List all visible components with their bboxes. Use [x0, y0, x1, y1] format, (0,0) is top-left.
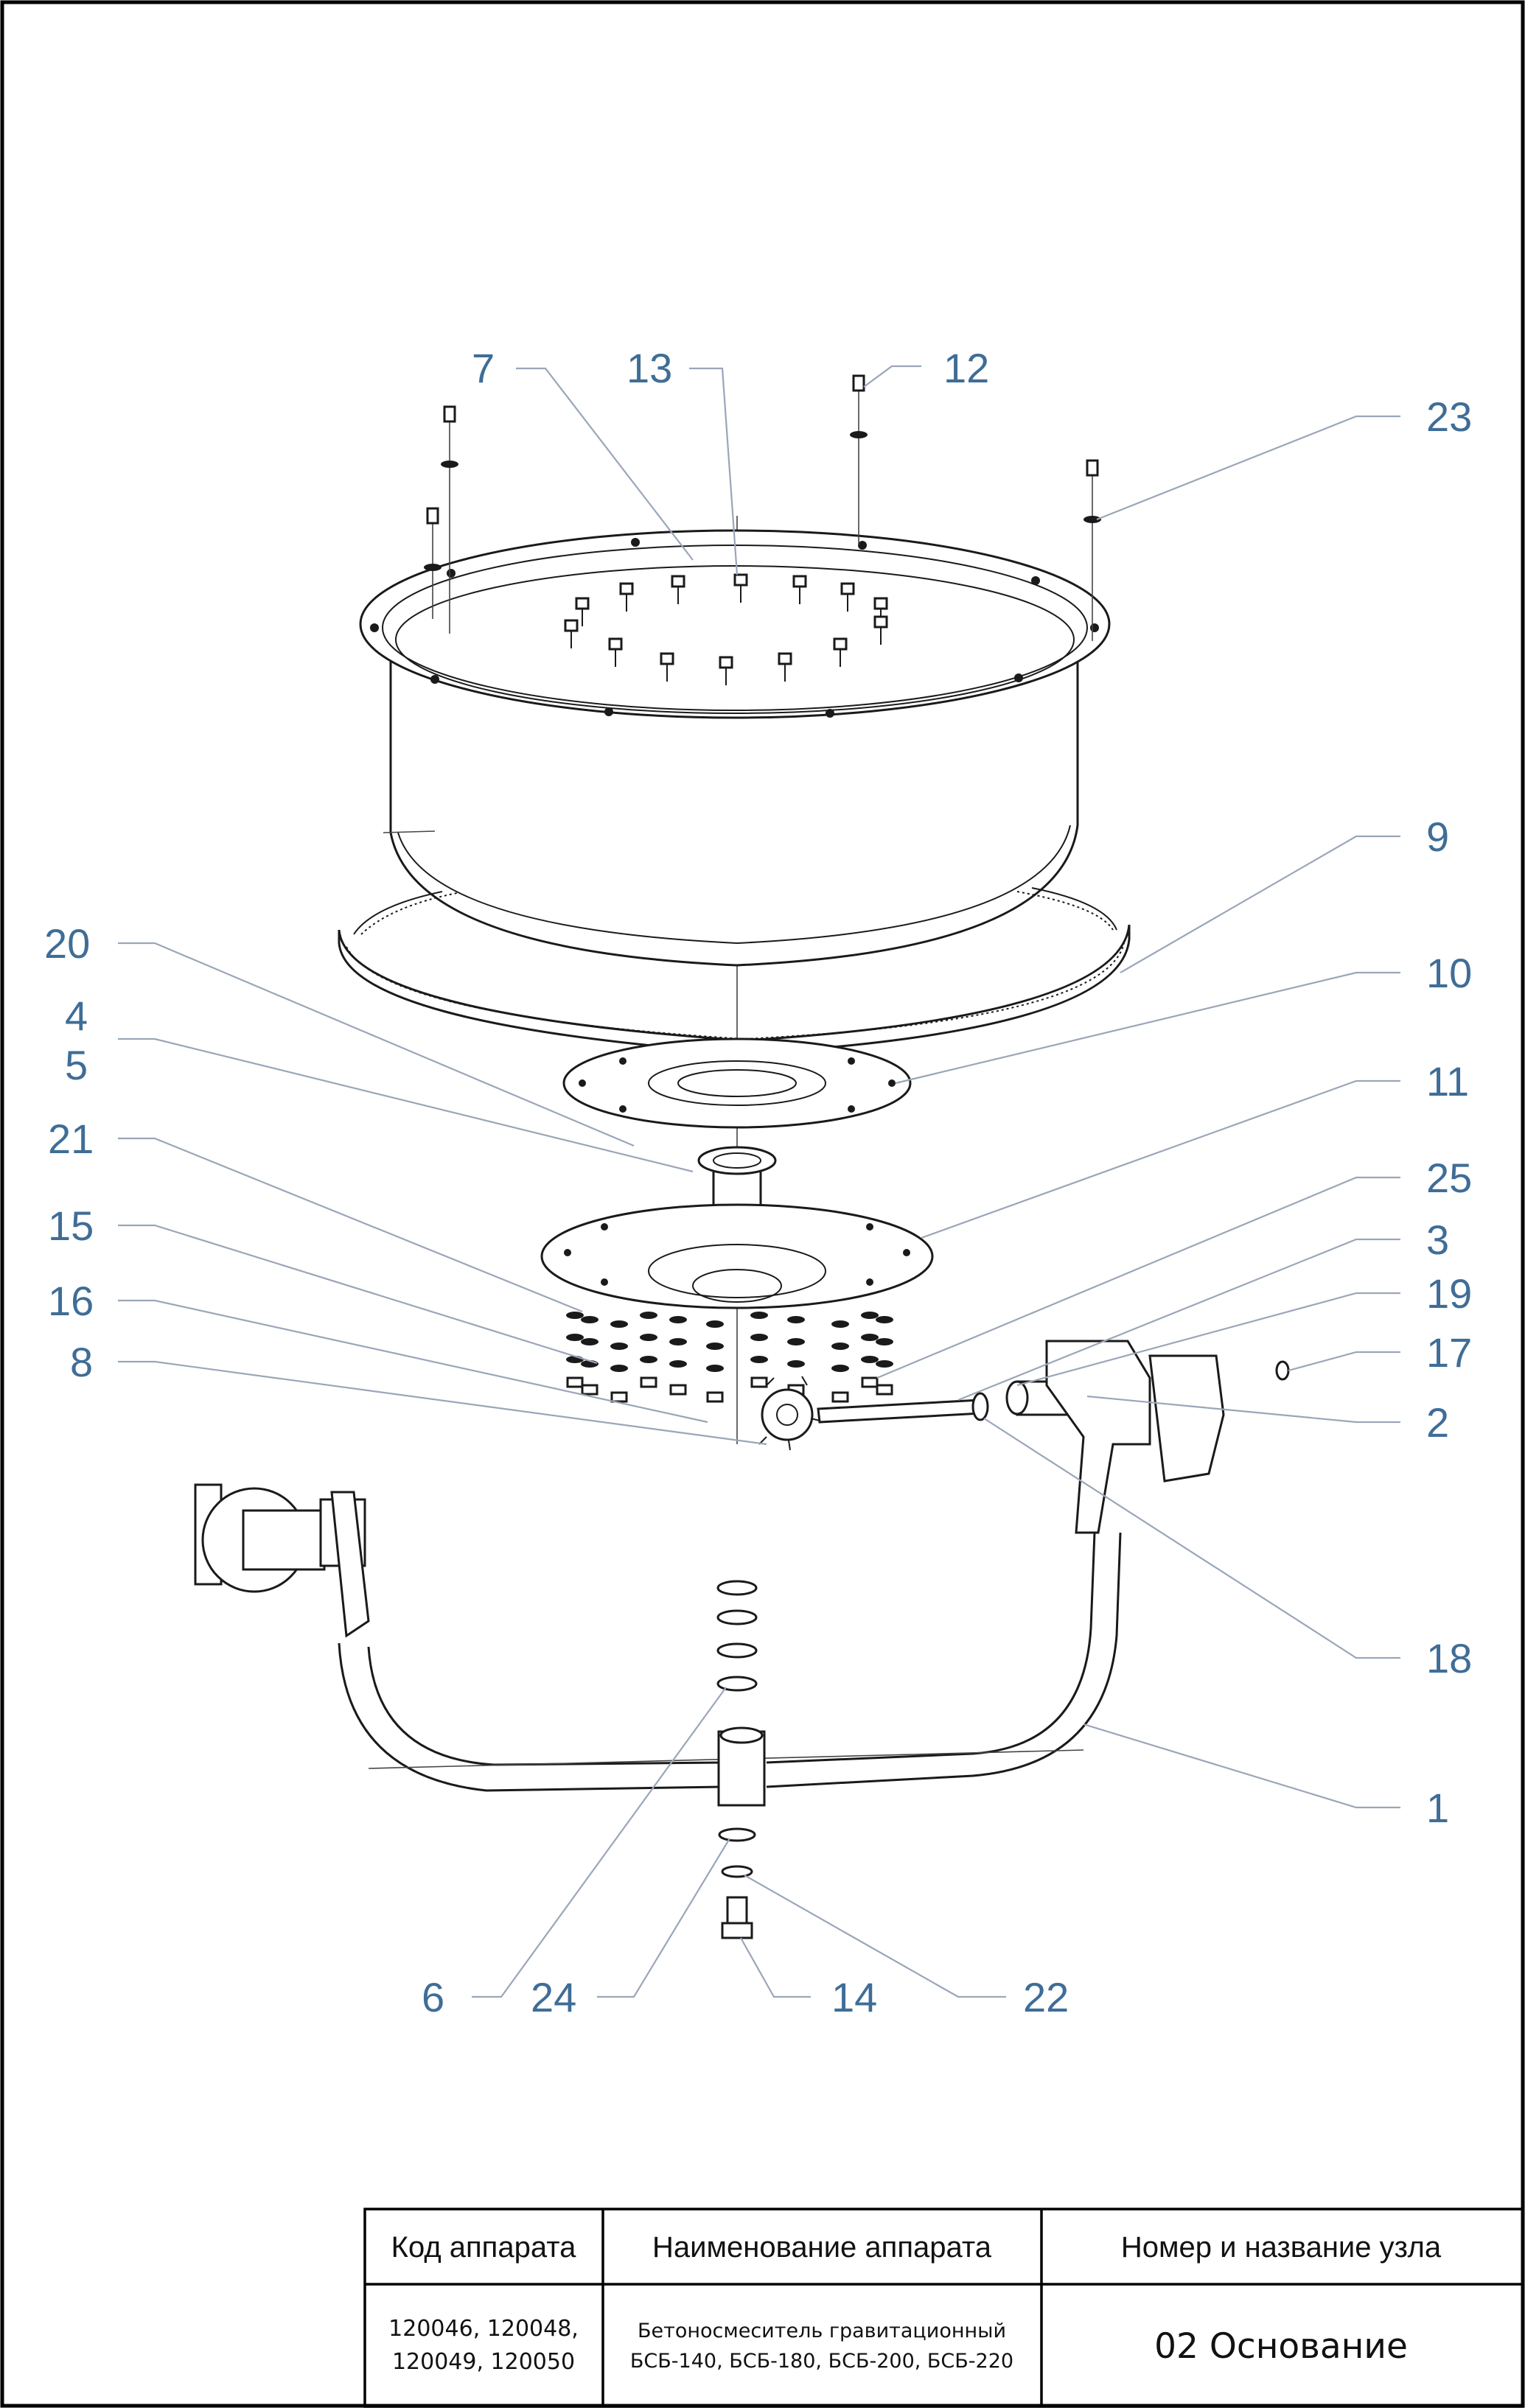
title-block: Код аппарата Наименование аппарата Номер…	[363, 2208, 1524, 2408]
apparatus-name-line1: Бетоносмеситель гравитационный	[638, 2320, 1006, 2342]
sprocket	[758, 1376, 820, 1451]
title-block-col2-header: Наименование аппарата	[652, 2231, 992, 2264]
top-bolts	[424, 374, 1101, 641]
callout-8: 8	[70, 1339, 93, 1385]
apparatus-codes-line1: 120046, 120048,	[388, 2316, 579, 2342]
callout-21: 21	[48, 1116, 94, 1162]
callout-9: 9	[1426, 813, 1449, 860]
assembly-drawing	[194, 374, 1290, 1939]
bottom-fasteners	[716, 1580, 758, 1939]
apparatus-codes-line2: 120049, 120050	[392, 2349, 575, 2375]
callout-5: 5	[65, 1042, 88, 1088]
callout-20: 20	[44, 920, 90, 967]
title-block-col3-header: Номер и название узла	[1121, 2231, 1442, 2264]
lower-plate	[540, 1203, 934, 1309]
callout-17: 17	[1426, 1329, 1472, 1376]
callout-6: 6	[422, 1974, 444, 2020]
callout-19: 19	[1426, 1270, 1472, 1317]
callout-22: 22	[1023, 1974, 1069, 2020]
drum-bolts	[564, 573, 888, 685]
callout-3: 3	[1426, 1217, 1449, 1263]
drum	[359, 529, 1111, 967]
callout-7: 7	[472, 345, 495, 391]
nuts-washers	[566, 1312, 893, 1403]
callout-18: 18	[1426, 1635, 1472, 1681]
callout-15: 15	[48, 1203, 94, 1249]
callout-16: 16	[48, 1278, 94, 1324]
callout-4: 4	[65, 993, 88, 1039]
title-block-col1-header: Код аппарата	[391, 2231, 576, 2264]
frame	[194, 1340, 1225, 1807]
callout-14: 14	[831, 1974, 877, 2020]
callout-12: 12	[943, 345, 989, 391]
callout-1: 1	[1426, 1785, 1449, 1831]
callout-23: 23	[1426, 393, 1472, 440]
callout-10: 10	[1426, 950, 1472, 996]
callout-25: 25	[1426, 1155, 1472, 1201]
callout-24: 24	[531, 1974, 576, 2020]
apparatus-name-line2: БСБ-140, БСБ-180, БСБ-200, БСБ-220	[630, 2350, 1013, 2373]
callout-13: 13	[627, 345, 672, 391]
assembly-name: 02 Основание	[1154, 2326, 1408, 2367]
callout-11: 11	[1426, 1058, 1469, 1105]
callout-2: 2	[1426, 1399, 1449, 1446]
ring-gear	[338, 887, 1131, 1055]
callout-labels: 7 13 12 23 9 20 10 4 5 11 21 25 15 3 19 …	[44, 345, 1472, 2020]
leader-lines	[118, 365, 1400, 1998]
upper-plate	[562, 1037, 912, 1129]
